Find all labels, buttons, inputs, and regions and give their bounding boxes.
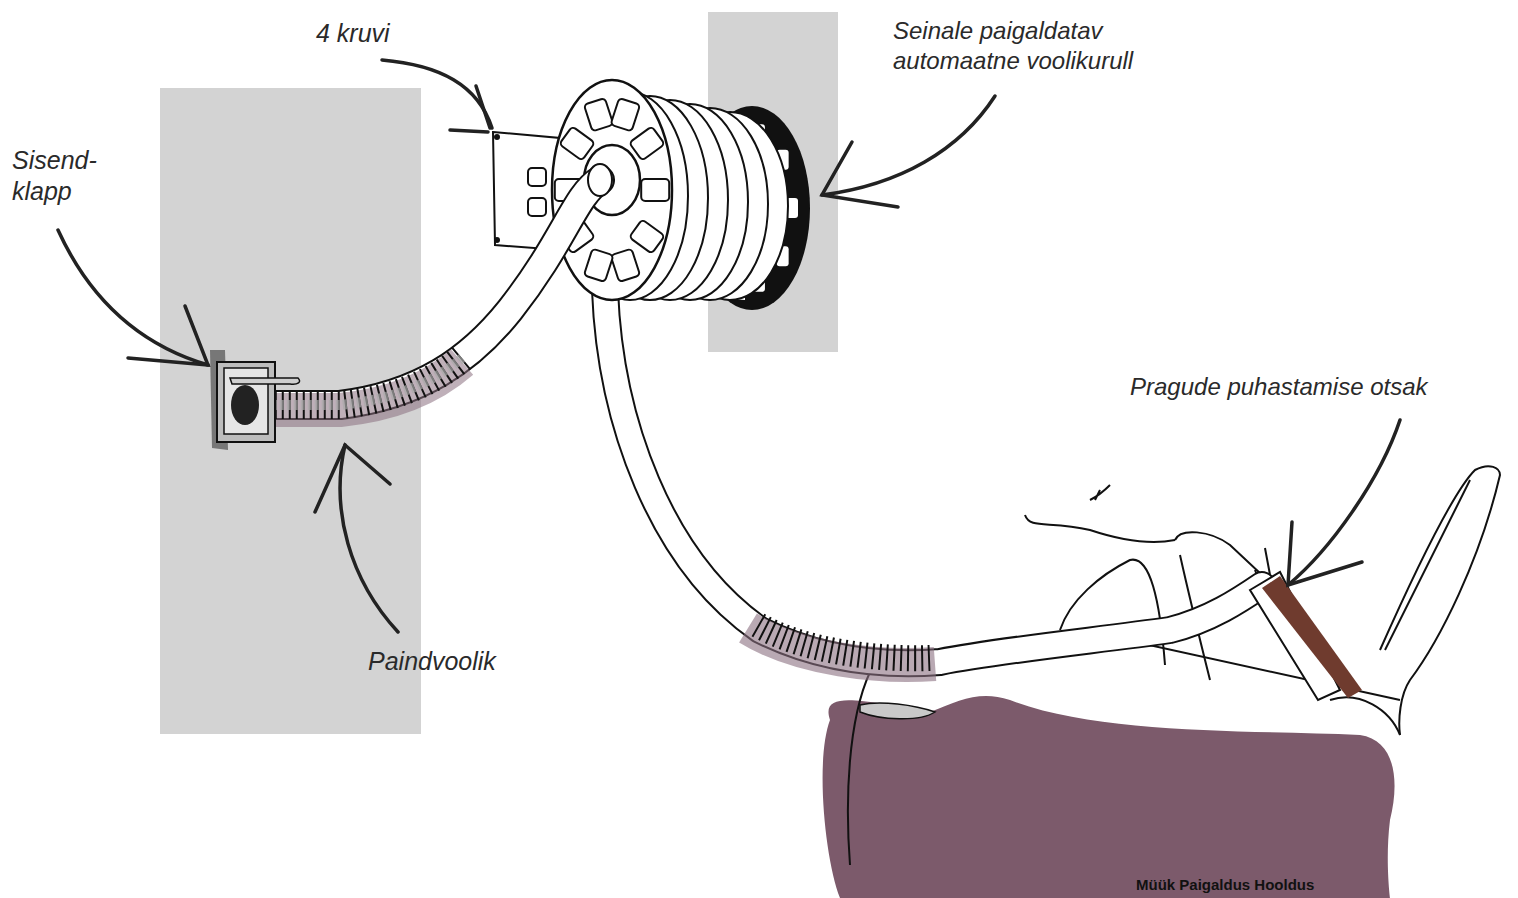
part-label: Seinale paigaldatav automaatne voolikuru… [893,16,1223,76]
leader-lines [58,60,1400,632]
part-label: Sisend- klapp [12,145,124,208]
inlet-valve [210,350,300,450]
flex-hose [250,164,612,410]
hose [605,290,1262,665]
car-seat [823,696,1395,898]
crevice-nozzle [1250,572,1362,700]
part-label: Pragude puhastamise otsak [1130,372,1428,402]
part-label: 4 kruvi [316,18,390,49]
brand-text: Müük Paigaldus Hooldus [1136,876,1314,895]
car-handle [860,703,935,719]
part-label: Paindvoolik [368,646,496,677]
